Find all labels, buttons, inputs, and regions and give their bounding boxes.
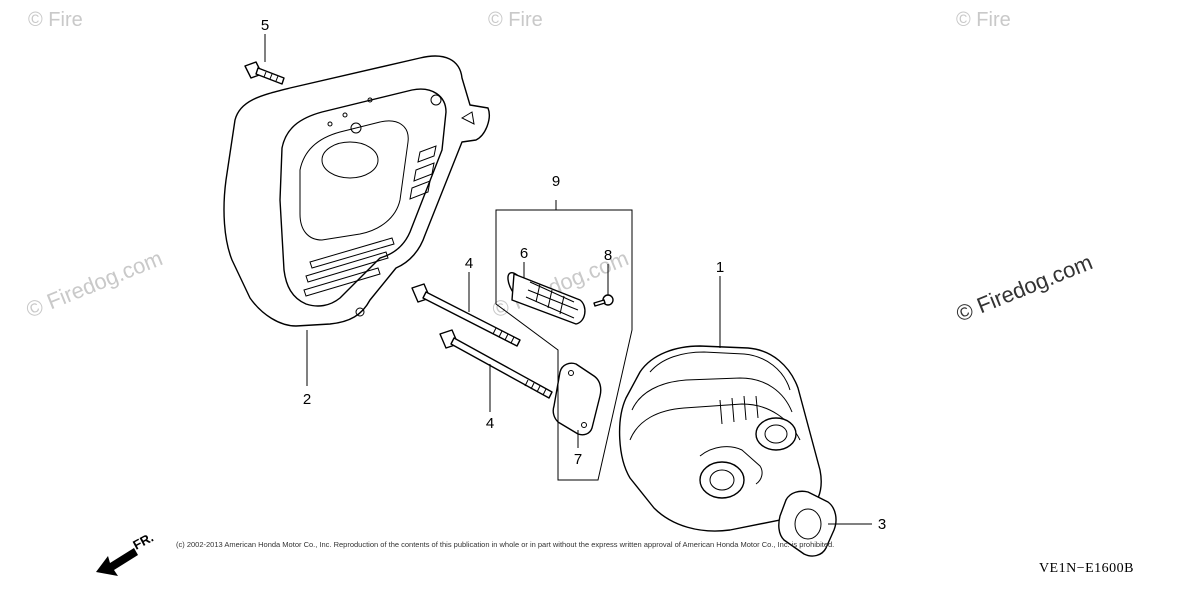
callout-5: 5 — [261, 17, 269, 34]
callout-6: 6 — [520, 245, 528, 262]
gasket-plate-7 — [552, 362, 602, 436]
callout-3: 3 — [878, 516, 886, 533]
muffler-gasket-3 — [778, 490, 837, 557]
spark-arrester-6 — [507, 272, 586, 325]
watermark-top-left: © Fire — [28, 9, 83, 31]
watermark-top-right: © Fire — [956, 9, 1011, 31]
callout-9: 9 — [552, 173, 560, 190]
diagram-code: VE1N−E1600B — [1038, 561, 1134, 576]
callout-1: 1 — [716, 259, 724, 276]
callout-7: 7 — [574, 451, 582, 468]
bracket-9 — [495, 209, 633, 481]
callout-2: 2 — [303, 391, 311, 408]
front-direction-arrow: FR. — [96, 530, 156, 576]
long-bolt-lower — [439, 329, 553, 399]
copyright-notice: (c) 2002-2013 American Honda Motor Co., … — [176, 540, 835, 549]
callout-4-lower: 4 — [486, 415, 494, 432]
callout-4-upper: 4 — [465, 255, 473, 272]
flange-bolt-5 — [244, 61, 285, 85]
watermarks: © Fire © Fire © Fire © Firedog.com © Fir… — [23, 9, 1096, 327]
screw-8 — [593, 294, 614, 307]
muffler-1 — [618, 345, 822, 532]
callout-8: 8 — [604, 247, 612, 264]
long-bolt-upper — [411, 283, 521, 347]
muffler-protector — [223, 55, 490, 327]
watermark-mid-left: © Firedog.com — [23, 245, 166, 322]
watermark-top-center: © Fire — [488, 9, 543, 31]
watermark-right: © Firedog.com — [953, 249, 1096, 326]
